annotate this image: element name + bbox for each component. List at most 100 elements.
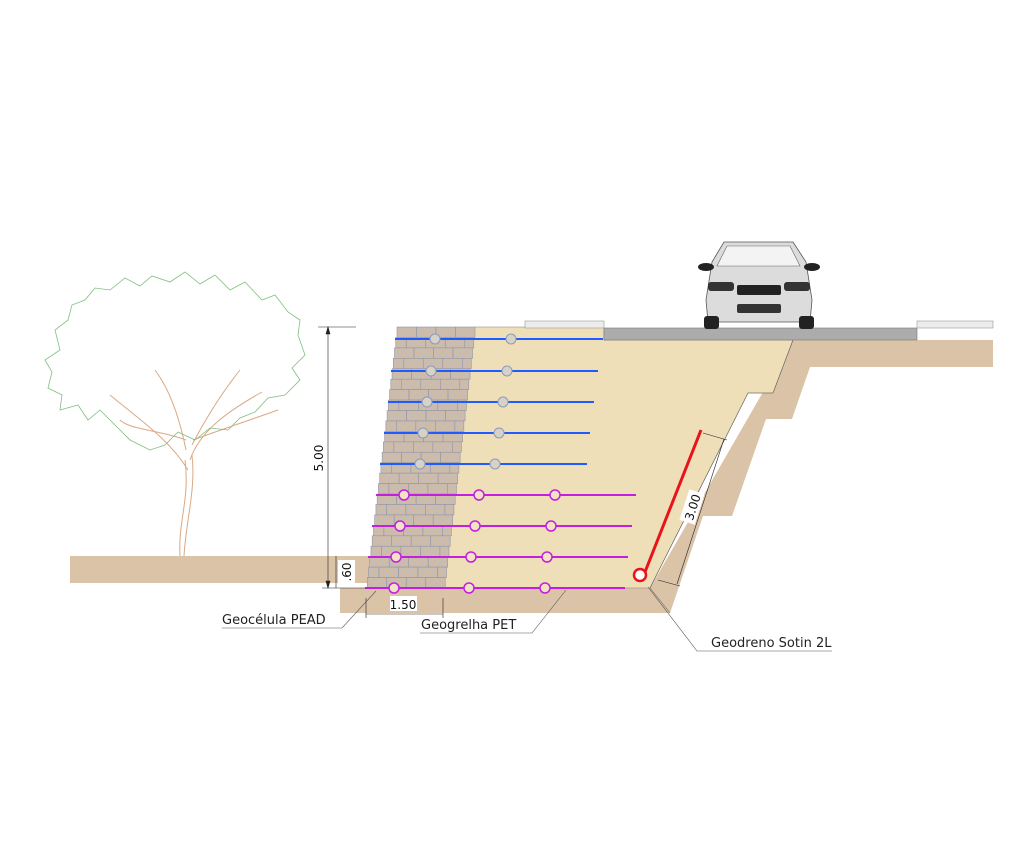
geocell-block xyxy=(386,410,407,422)
geocell-block xyxy=(400,378,422,390)
geogrid-anchor-icon xyxy=(469,520,481,532)
geogrid-anchor-icon xyxy=(390,551,402,563)
geocell-block xyxy=(427,483,448,495)
drain-pipe-icon xyxy=(632,567,648,583)
geocell-label: Geocélula PEAD xyxy=(222,613,326,628)
geocell-block xyxy=(454,420,465,432)
geocell-block xyxy=(435,420,456,432)
geogrid-anchor-icon xyxy=(425,365,437,377)
ground-left xyxy=(70,556,370,583)
geodrain-leader xyxy=(647,586,832,652)
geocell-block xyxy=(391,535,412,547)
geocell-block xyxy=(452,347,473,359)
car-icon xyxy=(698,241,820,329)
geocell-block xyxy=(405,504,426,516)
geocell-block xyxy=(369,556,390,568)
geogrid-anchor-icon xyxy=(549,489,561,501)
geocell-leader xyxy=(222,590,377,629)
geocell-block xyxy=(390,378,402,390)
geocell-block xyxy=(439,378,461,390)
geocell-block xyxy=(428,389,449,401)
geocell-block xyxy=(406,410,427,422)
geocell-block xyxy=(447,483,457,495)
geocell-block xyxy=(383,441,395,453)
geocell-block xyxy=(430,535,451,547)
geogrid-label: Geogrelha PET xyxy=(421,618,516,633)
geogrid-anchor-icon xyxy=(545,520,557,532)
geogrid-anchor-icon xyxy=(463,582,475,594)
geocell-block xyxy=(427,556,449,568)
geogrid-anchor-icon xyxy=(414,458,426,470)
geodrain-label: Geodreno Sotin 2L xyxy=(711,636,832,651)
geocell-block xyxy=(368,566,380,578)
geocell-block xyxy=(379,472,400,484)
geocell-block xyxy=(425,577,446,589)
geocell-block xyxy=(378,483,390,495)
geogrid-anchor-icon xyxy=(417,427,429,439)
geocell-wall xyxy=(366,326,476,589)
geocell-block xyxy=(439,545,450,557)
geogrid-anchor-icon xyxy=(539,582,551,594)
wall-width-label: 1.50 xyxy=(390,598,417,612)
curb-right xyxy=(916,320,994,329)
geocell-block xyxy=(378,566,399,578)
geocell-block xyxy=(381,451,402,464)
geocell-block xyxy=(389,389,410,401)
geocell-block xyxy=(410,535,432,547)
geocell-block xyxy=(370,545,382,557)
curb-left xyxy=(524,320,605,329)
geocell-block xyxy=(433,347,454,359)
geocell-block xyxy=(420,545,441,557)
geogrid-anchor-icon xyxy=(505,333,517,345)
geogrid-anchor-icon xyxy=(493,427,505,439)
geocell-block xyxy=(374,514,395,526)
dimension-drain-length xyxy=(657,432,728,587)
geocell-block xyxy=(408,483,429,495)
geocell-block xyxy=(432,441,453,453)
dimension-embedment xyxy=(335,556,355,588)
geogrid-leader xyxy=(420,589,567,634)
geocell-block xyxy=(420,378,441,390)
geocell-block xyxy=(425,410,446,422)
geocell-block xyxy=(403,358,424,370)
geocell-block xyxy=(432,514,453,526)
geocell-block xyxy=(417,566,438,578)
geogrid-anchor-icon xyxy=(398,489,410,501)
geocell-block xyxy=(375,504,387,516)
geocell-block xyxy=(418,472,439,484)
geogrid-anchor-icon xyxy=(394,520,406,532)
geogrid-anchor-icon xyxy=(489,458,501,470)
geocell-block xyxy=(408,556,429,568)
geocell-block xyxy=(413,441,434,453)
geocell-block xyxy=(445,410,466,422)
geocell-block xyxy=(392,358,405,370)
geogrid-anchor-icon xyxy=(388,582,400,594)
geocell-block xyxy=(459,378,470,390)
dimension-wall-height xyxy=(318,325,366,590)
dimension-wall-width xyxy=(365,596,444,618)
geocell-block xyxy=(413,347,434,359)
geogrid-anchor-icon xyxy=(473,489,485,501)
geogrid-anchor-icon xyxy=(465,551,477,563)
geodrain-line xyxy=(643,429,703,573)
wall-height-label: 5.00 xyxy=(312,445,326,472)
geocell-block xyxy=(444,504,455,516)
geocell-block xyxy=(396,420,417,432)
geocell-block xyxy=(425,504,446,516)
geocell-block xyxy=(455,326,476,338)
geocell-block xyxy=(442,358,463,370)
geocell-block xyxy=(398,472,419,484)
geocell-block xyxy=(440,451,461,464)
geocell-block xyxy=(461,358,472,370)
geocell-block xyxy=(393,441,414,453)
geocell-block xyxy=(371,535,393,547)
geogrid-anchor-icon xyxy=(429,333,441,345)
geogrid-anchor-icon xyxy=(501,365,513,377)
geocell-block xyxy=(452,441,462,453)
geocell-block xyxy=(447,389,468,401)
embedment-label: .60 xyxy=(340,562,354,581)
geocell-block xyxy=(366,577,388,589)
geocell-block xyxy=(413,514,434,526)
geocell-block xyxy=(405,577,427,589)
